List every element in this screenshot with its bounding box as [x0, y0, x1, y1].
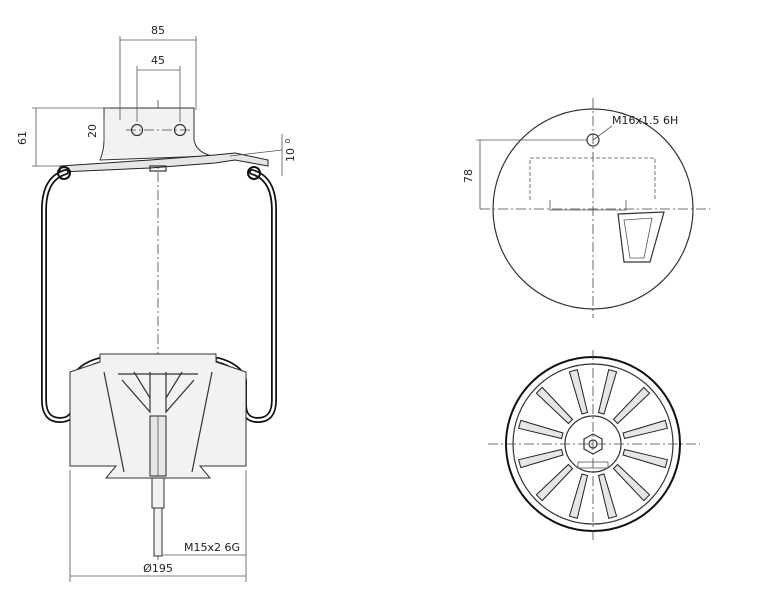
- angle-10-lines: [229, 134, 283, 176]
- air-port-leader: [592, 125, 613, 141]
- top-view: M16x1.5 6H 78: [462, 98, 710, 318]
- spoke: [568, 368, 589, 415]
- top-plate-nut: [149, 165, 167, 172]
- thread-top-label: M16x1.5 6H: [612, 114, 678, 127]
- stud-thread: [153, 507, 163, 557]
- side-tab: [617, 211, 665, 263]
- spoke: [612, 386, 651, 425]
- bottom-view: [488, 350, 700, 540]
- part-marking: [577, 461, 609, 469]
- spoke: [517, 419, 564, 440]
- top-view-bracket-base: [549, 200, 627, 211]
- top-bracket: [99, 107, 213, 161]
- spoke: [597, 368, 618, 415]
- spoke: [535, 463, 574, 502]
- angle-degree-mark: 0: [284, 139, 292, 143]
- dim-85-label: 85: [151, 24, 165, 37]
- piston-spokes: [517, 368, 669, 520]
- piston-ribs: [121, 371, 195, 414]
- piston-inner-cone: [103, 371, 213, 473]
- diameter-label: Ø195: [143, 562, 173, 575]
- spoke: [535, 386, 574, 425]
- top-view-bracket: [529, 157, 656, 200]
- angle-10-label: 10: [284, 148, 297, 162]
- dim-61-label: 61: [16, 131, 29, 145]
- spoke: [622, 419, 669, 440]
- dim-78-label: 78: [462, 169, 475, 183]
- spoke: [568, 473, 589, 520]
- spoke: [622, 448, 669, 469]
- thread-stud-label: M15x2 6G: [184, 541, 240, 554]
- bead-left: [57, 166, 71, 180]
- dim-45-label: 45: [151, 54, 165, 67]
- side-view: 85 45 61 20 10 0 M15x2 6G Ø195: [16, 24, 297, 582]
- bead-right: [247, 166, 261, 180]
- stud-upper: [151, 477, 165, 509]
- spoke: [612, 463, 651, 502]
- side-tab-inner: [623, 217, 653, 259]
- spoke: [597, 473, 618, 520]
- spoke: [517, 448, 564, 469]
- top-plate: [59, 152, 269, 173]
- dim-20-label: 20: [86, 124, 99, 138]
